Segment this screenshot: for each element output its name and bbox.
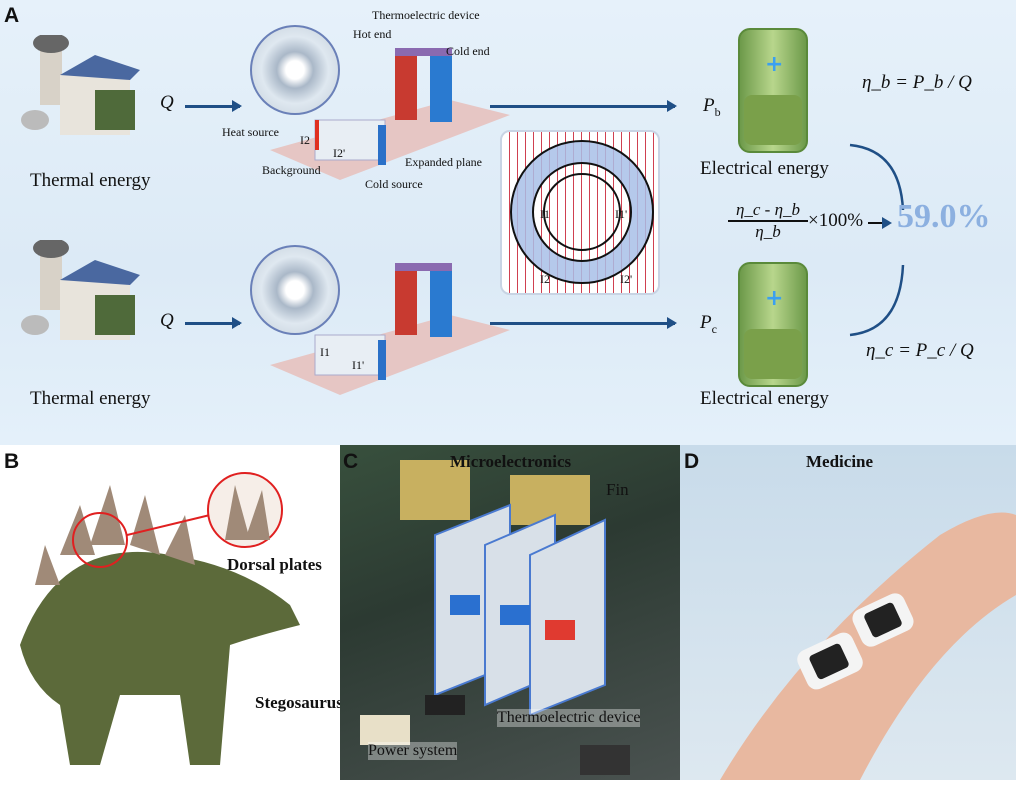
cold-end-label: Cold end (446, 44, 490, 58)
arrow-to-battery-top (490, 100, 677, 112)
cold-source-label: Cold source (365, 177, 423, 191)
hot-end-label: Hot end (353, 27, 392, 41)
medicine-title: Medicine (806, 452, 874, 471)
panel-c (340, 445, 680, 780)
fraction-denominator: η_b (755, 222, 781, 241)
panel-a-label: A (4, 4, 20, 27)
panel-d-label: D (684, 450, 700, 473)
electrical-energy-label-bottom: Electrical energy (700, 388, 829, 409)
battery-icon-bottom: + (738, 262, 808, 387)
circle-i1p-label: I1' (615, 207, 628, 221)
arrow-to-battery-bottom (490, 317, 677, 329)
efficiency-result: 59.0% (897, 198, 991, 235)
cloak-diagram: I1 I1' I2 I2' (500, 130, 660, 295)
dorsal-plates-label: Dorsal plates (227, 555, 322, 574)
times-100-percent: ×100% (808, 210, 864, 231)
panel-b-label: B (4, 450, 20, 473)
fraction-numerator: η_c - η_b (728, 200, 808, 222)
eta-b-equation: η_b = P_b / Q (862, 72, 972, 93)
eta-c-equation: η_c = P_c / Q (866, 340, 974, 361)
p-b-label: Pb (703, 95, 721, 119)
electrical-energy-label-top: Electrical energy (700, 158, 829, 179)
result-arrow (868, 217, 892, 229)
factory-illustration-bottom (20, 238, 150, 350)
microelectronics-title: Microelectronics (450, 452, 572, 471)
thermal-energy-label-bottom: Thermal energy (30, 388, 151, 409)
thermal-energy-label-top: Thermal energy (30, 170, 151, 191)
heat-source-label: Heat source (222, 125, 279, 139)
thermoelectric-device-c-label: Thermoelectric device (497, 709, 641, 727)
i2p-label-top: I2' (333, 146, 346, 160)
expanded-plane-label: Expanded plane (405, 155, 482, 169)
zoom-circle-bottom (250, 245, 340, 335)
power-system-label: Power system (368, 742, 458, 760)
thermoelectric-device-label: Thermoelectric device (372, 8, 480, 22)
stegosaurus-label: Stegosaurus (255, 693, 343, 712)
circle-i1-label: I1 (540, 207, 550, 221)
zoom-circle-top (250, 25, 340, 115)
circle-i2p-label: I2' (620, 272, 633, 286)
i1p-label-bottom: I1' (352, 358, 365, 372)
arrow-q-bottom (185, 317, 242, 329)
fraction-equation: η_c - η_b η_b (728, 200, 808, 242)
i2-label-top: I2 (300, 133, 310, 147)
q-label-top: Q (160, 92, 174, 113)
thermoelectric-device-top (270, 40, 530, 190)
fin-label: Fin (606, 480, 629, 499)
factory-illustration-top (20, 33, 150, 145)
panel-c-label: C (343, 450, 359, 473)
circle-i2-label: I2 (540, 272, 550, 286)
thermoelectric-device-bottom (270, 255, 530, 405)
i1-label-bottom: I1 (320, 345, 330, 359)
p-c-label: Pc (700, 312, 717, 336)
panel-d (680, 445, 1016, 780)
battery-icon-top: + (738, 28, 808, 153)
q-label-bottom: Q (160, 310, 174, 331)
panel-b (0, 445, 340, 780)
arrow-q-top (185, 100, 242, 112)
efficiency-arrows (849, 143, 905, 337)
background-label: Background (262, 163, 321, 177)
